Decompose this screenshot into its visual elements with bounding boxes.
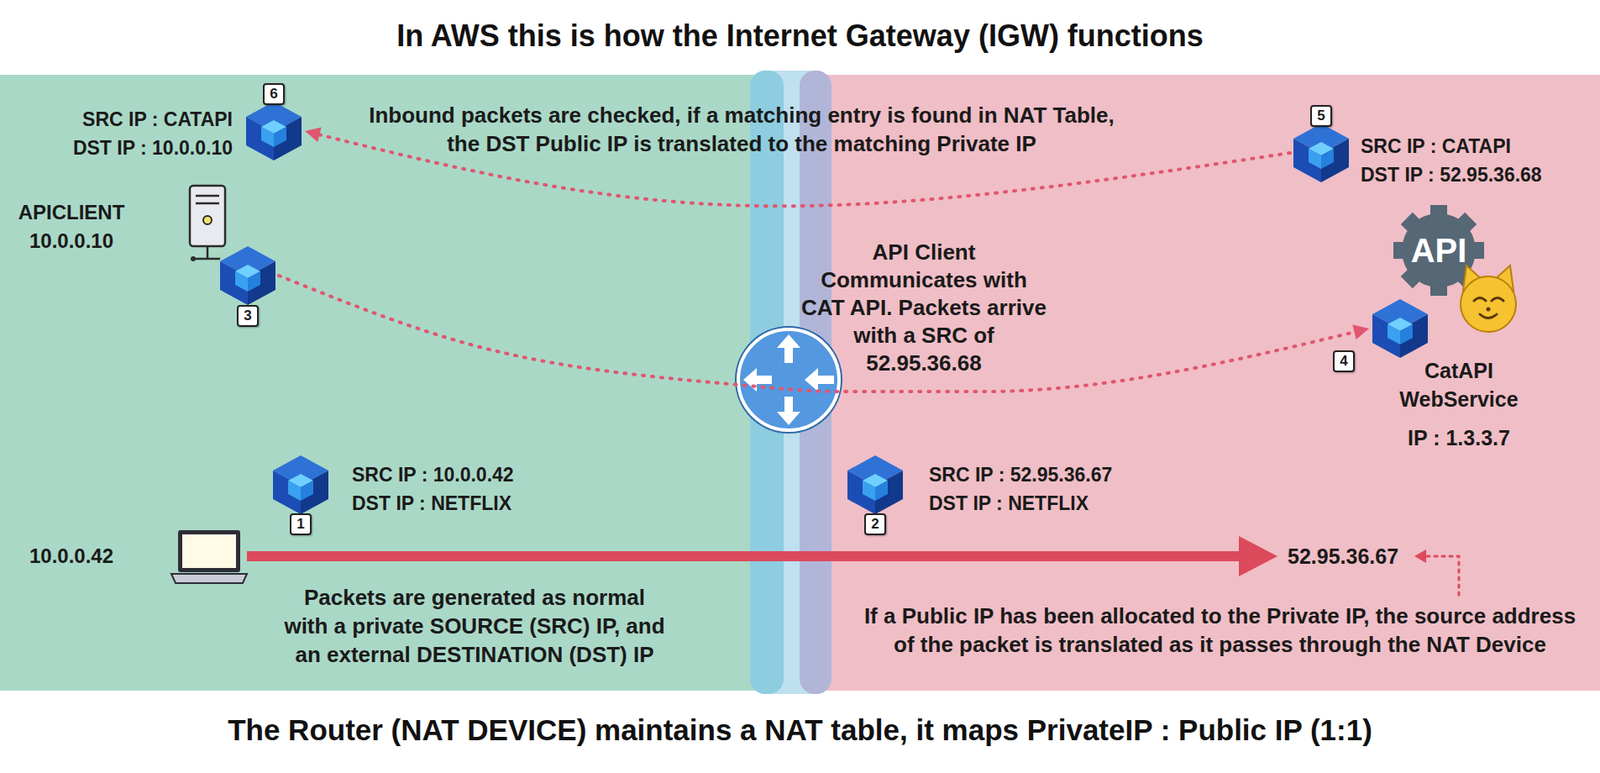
cube-face xyxy=(235,271,248,292)
packet-cube xyxy=(844,453,907,516)
arrowhead xyxy=(304,127,322,142)
traffic-arrow-line xyxy=(246,550,1239,562)
callout-number: 1 xyxy=(289,513,312,536)
cube-face xyxy=(1387,324,1401,345)
diagram-caption: The Router (NAT DEVICE) maintains a NAT … xyxy=(0,709,1600,751)
laptop-icon-part xyxy=(171,573,247,583)
annotation-note: Inbound packets are checked, if a matchi… xyxy=(359,100,1124,158)
connector xyxy=(246,535,1278,577)
server-device: APICLIENT10.0.0.10 xyxy=(188,183,227,251)
node-text: SRC IP : 10.0.0.42 xyxy=(351,461,515,488)
server-icon-part xyxy=(189,185,226,247)
cat-face-icon-part xyxy=(1486,307,1491,312)
node-text: DST IP : NETFLIX xyxy=(928,490,1089,516)
cat-face-icon-part xyxy=(1460,276,1517,332)
packet-cube xyxy=(242,99,305,163)
router-symbol-part xyxy=(743,367,772,392)
cat-face-icon-part xyxy=(1479,314,1497,319)
node-text: SRC IP : 52.95.36.67 xyxy=(928,461,1113,488)
laptop-icon-part xyxy=(182,534,237,568)
annotation-note: API Client Communicates with CAT API. Pa… xyxy=(797,238,1050,378)
public-ip-endpoint: 52.95.36.67 xyxy=(1287,541,1400,571)
callout-number: 2 xyxy=(864,513,887,536)
server-icon xyxy=(189,185,226,262)
cat-face-icon xyxy=(1460,265,1517,332)
cat-face-icon-part xyxy=(1474,298,1504,302)
packet-icon: 3 xyxy=(216,244,279,307)
cube-face xyxy=(261,126,274,147)
node-text: 10.0.0.10 xyxy=(8,226,135,256)
cube-face xyxy=(1308,148,1322,169)
diagram-title: In AWS this is how the Internet Gateway … xyxy=(0,15,1600,57)
leader-arrow-part xyxy=(1425,556,1459,595)
annotation-note: Packets are generated as normal with a p… xyxy=(281,582,668,669)
packet-icon: 4 xyxy=(1369,297,1432,360)
packet-cube xyxy=(1369,297,1432,360)
leader-arrow xyxy=(1414,549,1459,595)
node-text: SRC IP : CATAPI xyxy=(1360,133,1511,159)
laptop-device: 10.0.0.42 xyxy=(171,528,247,584)
cube-face xyxy=(1400,324,1413,345)
network-regions-part xyxy=(789,74,1600,691)
packet-icon: 5SRC IP : CATAPIDST IP : 52.95.36.68 xyxy=(1290,121,1353,184)
packet-icon: 1SRC IP : 10.0.0.42DST IP : NETFLIX xyxy=(269,453,332,516)
arrowhead xyxy=(1352,325,1370,340)
router-symbol-part xyxy=(776,396,801,425)
cube-face xyxy=(247,271,261,292)
node-text: IP : 1.3.3.7 xyxy=(1391,423,1527,452)
network-regions-part xyxy=(0,74,790,691)
node-text: DST IP : 52.95.36.68 xyxy=(1360,162,1543,188)
node-title: CatAPI WebService xyxy=(1391,356,1527,414)
packet-icon: 6SRC IP : CATAPIDST IP : 10.0.0.10 xyxy=(242,99,305,163)
packet-cube xyxy=(216,244,279,307)
node-text: DST IP : 10.0.0.10 xyxy=(73,135,233,161)
cube-face xyxy=(1321,148,1334,169)
router-symbol-part xyxy=(734,325,843,434)
web-service: CatAPI WebService IP : 1.3.3.7 xyxy=(1391,356,1527,449)
callout-number: 5 xyxy=(1310,104,1333,127)
router-symbol xyxy=(734,325,843,434)
node-text: SRC IP : CATAPI xyxy=(82,106,233,132)
server-icon-part xyxy=(190,256,196,262)
packet-cube xyxy=(1290,121,1353,184)
server-icon-part xyxy=(193,246,221,259)
callout-number: 3 xyxy=(236,304,259,327)
annotation-note: If a Public IP has been allocated to the… xyxy=(856,601,1584,659)
cube-face xyxy=(300,480,314,501)
node-title: 10.0.0.42 xyxy=(8,541,135,571)
node-title: 52.95.36.67 xyxy=(1287,541,1399,571)
leader-arrow-part xyxy=(1414,549,1427,563)
cube-face xyxy=(288,480,301,501)
node-text: DST IP : NETFLIX xyxy=(351,490,512,516)
arrowhead xyxy=(1238,535,1278,577)
connector xyxy=(278,275,1370,392)
router-symbol-part xyxy=(776,334,801,363)
cube-face xyxy=(875,480,888,501)
callout-number: 4 xyxy=(1332,350,1355,373)
laptop-icon xyxy=(171,529,247,583)
node-title: APICLIENT xyxy=(8,198,135,227)
callout-number: 6 xyxy=(262,83,285,105)
cube-face xyxy=(273,126,287,147)
server-icon-part xyxy=(203,215,212,225)
laptop-icon-part xyxy=(178,529,241,572)
packet-icon: 2SRC IP : 52.95.36.67DST IP : NETFLIX xyxy=(844,453,907,516)
router-symbol-part xyxy=(804,367,835,392)
dotted-arrow-line xyxy=(278,275,1355,392)
cube-face xyxy=(862,480,876,501)
packet-cube xyxy=(269,453,332,516)
icon-label: API xyxy=(1396,230,1481,270)
server-icon-part xyxy=(195,195,220,204)
router-symbol-part xyxy=(738,329,840,431)
